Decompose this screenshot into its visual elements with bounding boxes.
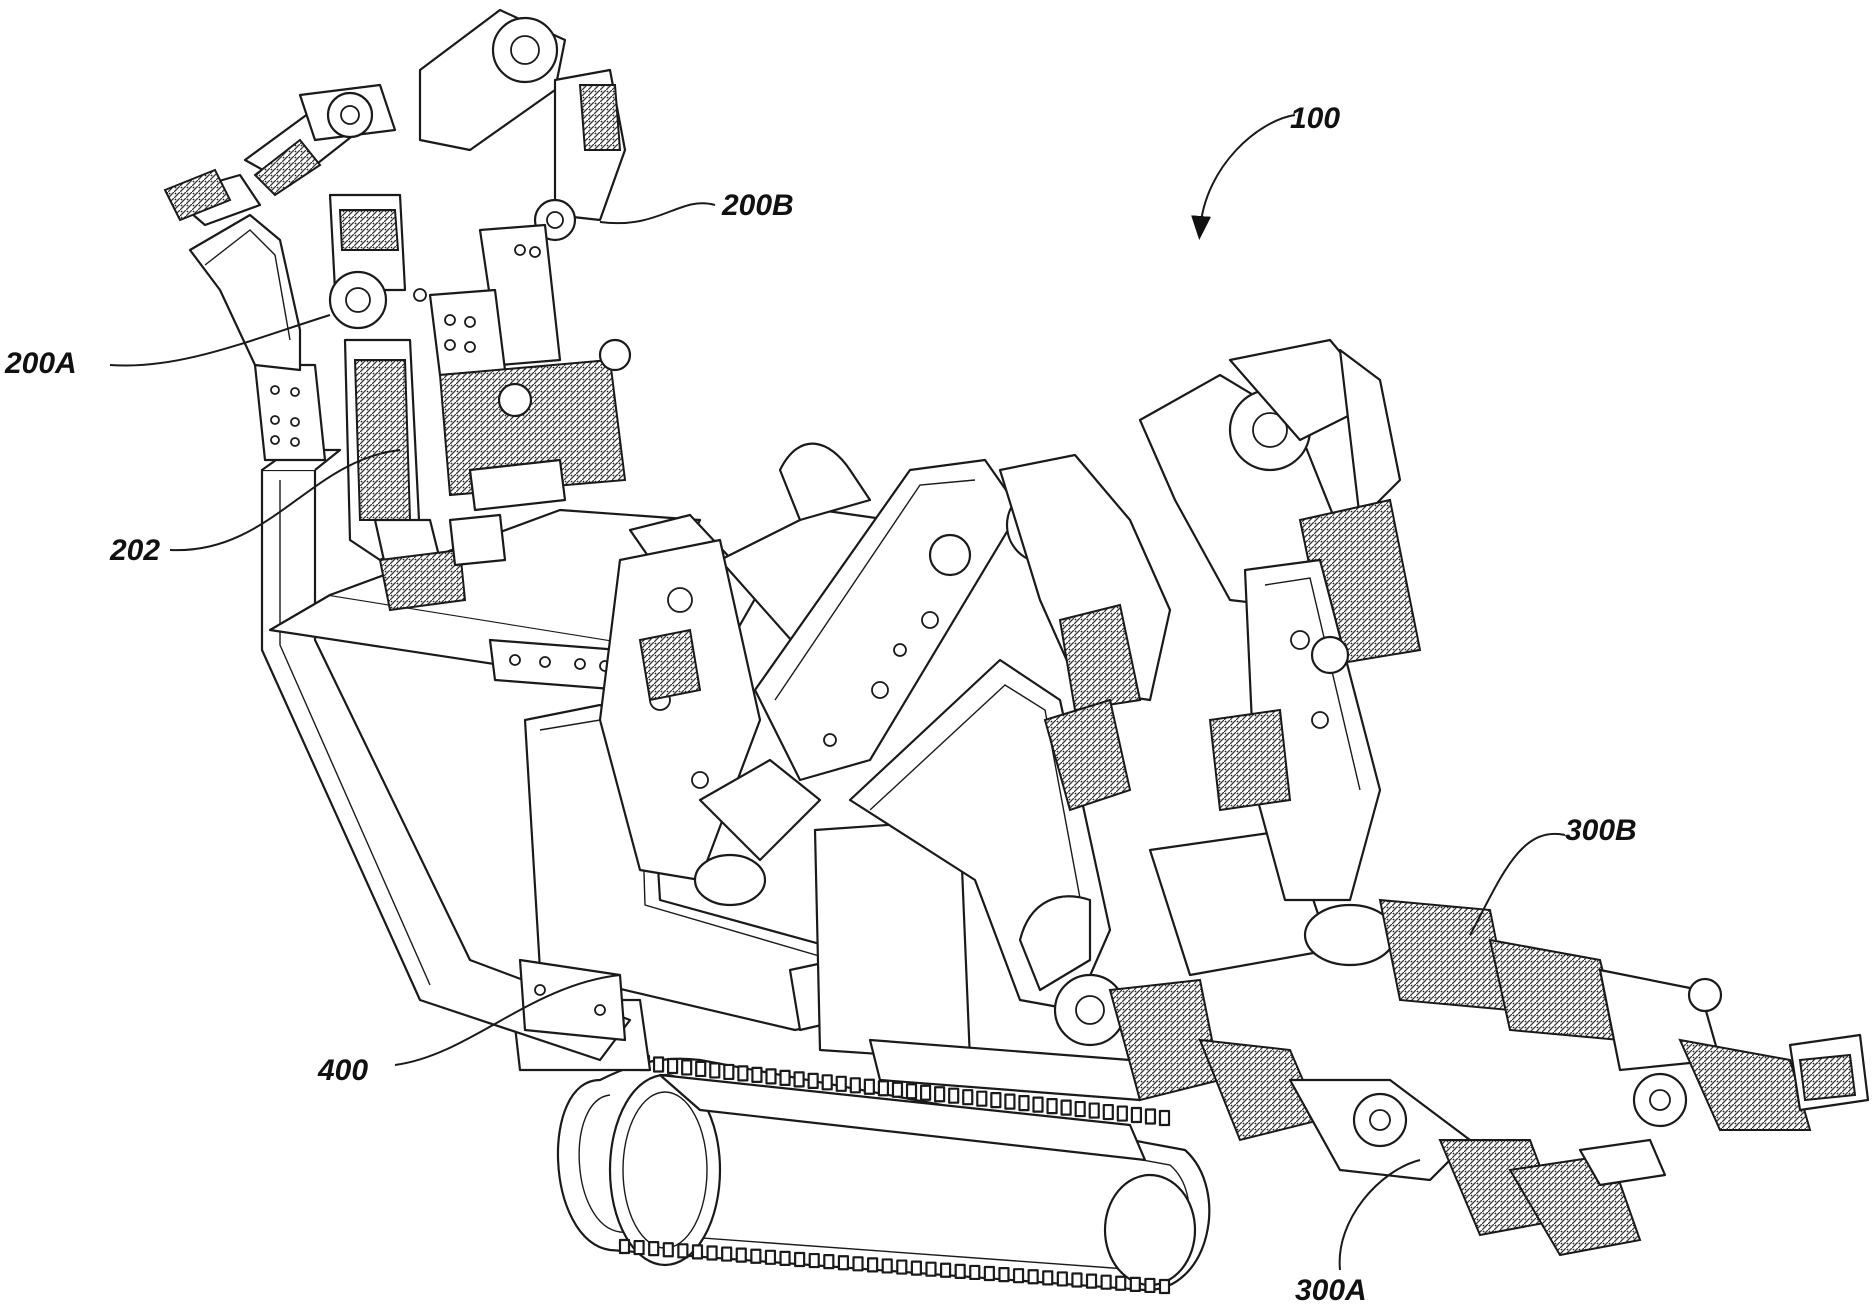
track-tread <box>985 1267 994 1280</box>
track-tread <box>635 1241 644 1254</box>
track-tread <box>1132 1108 1141 1122</box>
track-tread <box>991 1093 1000 1107</box>
track-tread <box>1102 1276 1111 1289</box>
track-tread <box>620 1240 629 1253</box>
track-tread <box>912 1262 921 1275</box>
track-tread <box>795 1072 804 1086</box>
track-tread <box>837 1077 846 1091</box>
track-tread <box>926 1263 935 1276</box>
track-tread <box>781 1252 790 1265</box>
track-tread <box>921 1086 930 1100</box>
track-tread <box>710 1063 719 1077</box>
track-tread <box>999 1268 1008 1281</box>
track-tread <box>664 1243 673 1256</box>
track-tread <box>851 1078 860 1092</box>
track-tread <box>824 1255 833 1268</box>
track-tread <box>1131 1278 1140 1291</box>
track-tread <box>708 1246 717 1259</box>
track-tread <box>1005 1095 1014 1109</box>
track-tread <box>1104 1105 1113 1119</box>
track-tread <box>1062 1101 1071 1115</box>
track-tread <box>809 1074 818 1088</box>
label-leg-300B: 300B <box>1565 814 1637 847</box>
track-tread <box>883 1259 892 1272</box>
track-tread <box>941 1264 950 1277</box>
track-tread <box>1043 1271 1052 1284</box>
track-tread <box>1160 1111 1169 1125</box>
track-tread <box>949 1089 958 1103</box>
track-tread <box>682 1060 691 1074</box>
track-tread <box>722 1248 731 1261</box>
track-tread <box>839 1256 848 1269</box>
track-tread <box>649 1242 658 1255</box>
track-tread <box>1116 1277 1125 1290</box>
track-tread <box>766 1251 775 1264</box>
label-leg-300A: 300A <box>1295 1274 1367 1305</box>
track-tread <box>879 1081 888 1095</box>
track-tread <box>1160 1280 1169 1293</box>
track-tread <box>678 1244 687 1257</box>
track-tread <box>897 1261 906 1274</box>
track-tread <box>1014 1269 1023 1282</box>
track-tread <box>970 1266 979 1279</box>
track-tread <box>1019 1096 1028 1110</box>
track-tread <box>1118 1107 1127 1121</box>
track-tread <box>766 1069 775 1083</box>
curved-arrow-icon <box>1200 115 1295 230</box>
track-tread <box>977 1092 986 1106</box>
track-tread <box>893 1083 902 1097</box>
track-tread <box>1072 1274 1081 1287</box>
track-tread <box>1146 1110 1155 1124</box>
track-tread <box>865 1080 874 1094</box>
arm-200B <box>420 10 630 510</box>
track-tread <box>1076 1102 1085 1116</box>
track-tread <box>752 1068 761 1082</box>
track-tread <box>956 1265 965 1278</box>
track-tread <box>795 1253 804 1266</box>
track-tread <box>963 1090 972 1104</box>
track-tread <box>1034 1098 1043 1112</box>
track-tread <box>654 1057 663 1071</box>
track-tread <box>1087 1275 1096 1288</box>
leg-300B <box>1140 340 1868 1130</box>
track-tread <box>781 1071 790 1085</box>
track-tread <box>737 1249 746 1262</box>
track-tread <box>868 1258 877 1271</box>
track-tread <box>724 1065 733 1079</box>
label-base-400: 400 <box>317 1054 368 1087</box>
track-tread <box>693 1245 702 1258</box>
track-tread <box>854 1257 863 1270</box>
label-arm-200A: 200A <box>4 347 77 380</box>
track-tread <box>1058 1272 1067 1285</box>
track-tread <box>907 1084 916 1098</box>
track-tread <box>1145 1279 1154 1292</box>
track-tread <box>935 1087 944 1101</box>
label-robot-100: 100 <box>1290 102 1340 135</box>
label-end-effector-202: 202 <box>109 534 160 567</box>
track-tread <box>1090 1104 1099 1118</box>
track-tread <box>823 1075 832 1089</box>
track-tread <box>1029 1270 1038 1283</box>
track-tread <box>751 1250 760 1263</box>
track-tread <box>738 1066 747 1080</box>
label-arm-200B: 200B <box>721 189 794 222</box>
track-tread <box>668 1059 677 1073</box>
track-tread <box>810 1254 819 1267</box>
track-tread <box>696 1062 705 1076</box>
track-tread <box>1048 1099 1057 1113</box>
